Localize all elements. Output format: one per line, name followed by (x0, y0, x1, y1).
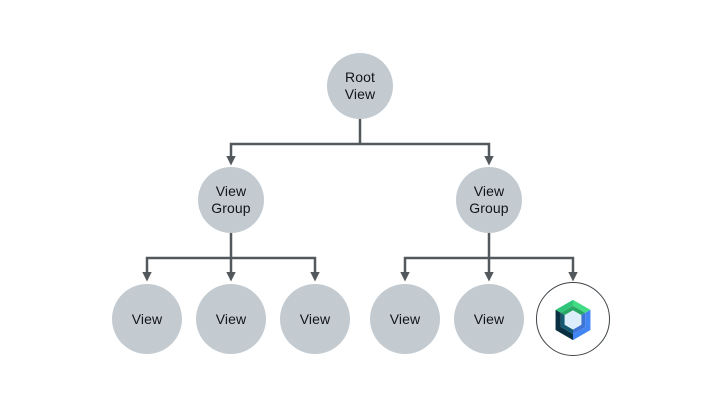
compose-inner-left (560, 312, 573, 335)
edge-level1-bar (229, 142, 491, 156)
arrowhead-view-4 (400, 272, 410, 282)
arrowhead-compose (568, 272, 578, 282)
node-view-group-right: View Group (456, 167, 522, 233)
arrowhead-view-3 (310, 272, 320, 282)
compose-face-left (555, 309, 573, 341)
node-view-1: View (112, 284, 182, 354)
node-root-view: Root View (327, 53, 393, 119)
node-view-3: View (280, 284, 350, 354)
compose-face-top-left (555, 299, 573, 313)
compose-core-hexagon (564, 310, 582, 330)
arrowhead-view-1 (142, 272, 152, 282)
node-jetpack-compose (536, 282, 610, 356)
edge-level2-right-bar (403, 256, 575, 272)
node-view-2: View (196, 284, 266, 354)
node-view-group-left: View Group (198, 167, 264, 233)
arrowhead-group-left (226, 156, 236, 166)
edge-level2-left-bar (145, 256, 317, 272)
compose-face-right (573, 309, 591, 341)
compose-inner-top (560, 305, 586, 316)
arrowhead-view-5 (484, 272, 494, 282)
jetpack-compose-icon (555, 299, 591, 341)
arrowhead-group-right (484, 156, 494, 166)
compose-inner-right (573, 312, 586, 335)
node-view-5: View (454, 284, 524, 354)
node-view-4: View (370, 284, 440, 354)
arrowhead-view-2 (226, 272, 236, 282)
compose-face-top-right (573, 299, 591, 313)
